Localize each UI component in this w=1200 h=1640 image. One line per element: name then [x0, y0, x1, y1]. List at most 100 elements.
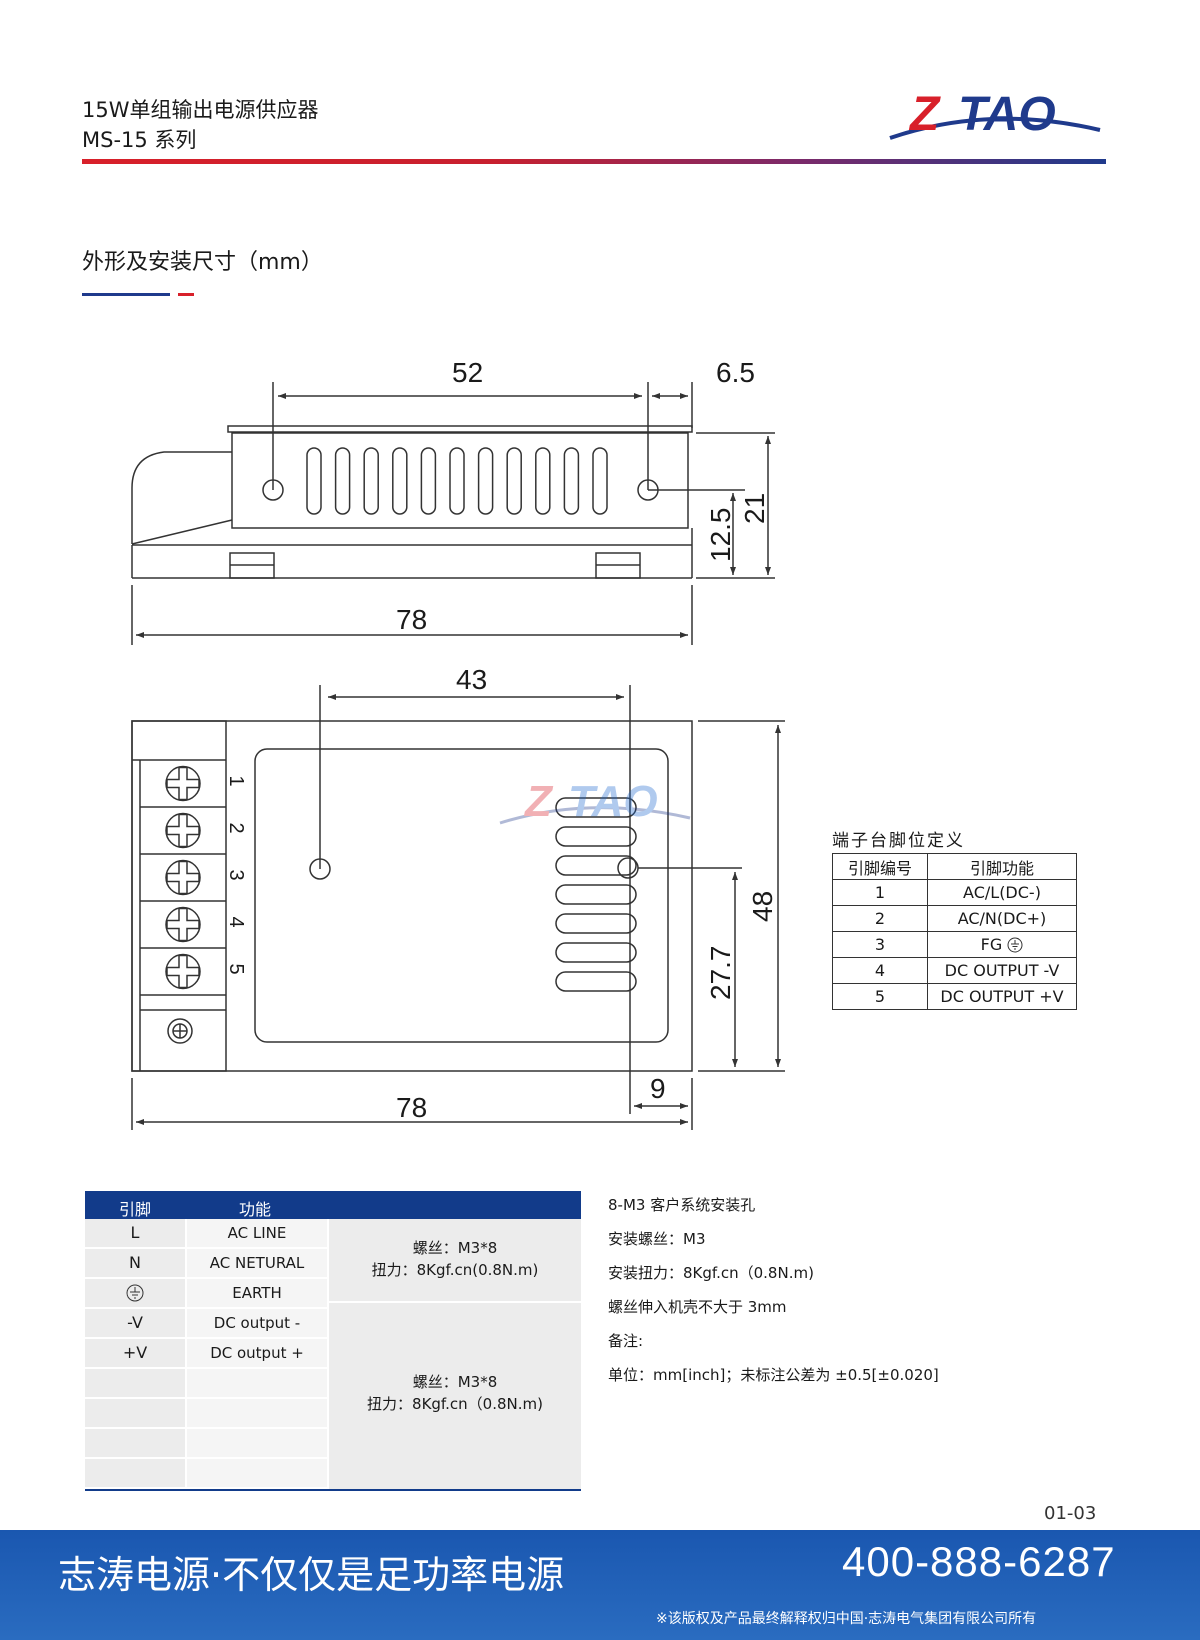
pin-table-caption: 端子台脚位定义: [832, 831, 965, 851]
pin-func: AC/L(DC-): [927, 879, 1077, 906]
pin-func: DC OUTPUT -V: [927, 957, 1077, 984]
dim-top-hole-offset-h: 9: [650, 1073, 666, 1104]
vent-slot: [420, 447, 437, 515]
ztao-logo: Z TAO: [889, 88, 1101, 141]
footer-phone: 400-888-6287: [842, 1538, 1116, 1585]
footer-slogan: 志涛电源·不仅仅是足功率电源: [58, 1553, 565, 1597]
vent-slot: [535, 447, 551, 515]
dim-top-hole-offset-v: 27.7: [705, 946, 736, 1001]
vent-slot: [449, 447, 465, 515]
terminal-screw: [140, 812, 226, 855]
pin-header-func: 引脚功能: [927, 853, 1077, 880]
vent-slot: [555, 913, 637, 934]
svg-text:Z: Z: [908, 88, 941, 141]
pin-num: 3: [832, 931, 928, 958]
pin-row: 1 AC/L(DC-): [832, 879, 1077, 906]
dim-top-length: 78: [396, 1092, 427, 1123]
pin-func: FG: [927, 931, 1077, 958]
pin-cell: [85, 1369, 185, 1397]
vent-slot: [555, 826, 637, 847]
dim-top-hole-spacing: 43: [456, 664, 487, 695]
pin-cell: N: [85, 1249, 185, 1277]
pin-definition-table: 引脚编号 引脚功能 1 AC/L(DC-) 2 AC/N(DC+) 3 FG 4…: [832, 853, 1077, 1010]
pin-row: 3 FG: [832, 931, 1077, 958]
terminal-screw: [140, 906, 226, 949]
dim-side-height: 21: [739, 493, 770, 524]
screw-spec-group-2: 螺丝：M3*8 扭力：8Kgf.cn（0.8N.m): [329, 1303, 581, 1489]
screw-spec: 螺丝：M3*8: [412, 1239, 498, 1257]
watermark-logo: Z TAO: [499, 777, 691, 826]
pin-func-label: FG: [980, 935, 1003, 954]
dim-side-hole-spacing: 52: [452, 357, 483, 388]
vent-slot: [592, 447, 608, 515]
terminal-table-bottom-rule: [85, 1489, 581, 1491]
vent-slot: [563, 447, 580, 515]
note-line: 螺丝伸入机壳不大于 3mm: [608, 1298, 787, 1316]
dim-side-length: 78: [396, 604, 427, 635]
pin-num: 5: [832, 983, 928, 1010]
product-title: 15W单组输出电源供应器: [82, 98, 319, 122]
vent-slot: [392, 447, 408, 515]
terminal-screw: [140, 953, 226, 996]
vent-slot: [477, 447, 494, 515]
vent-slot: [555, 971, 637, 992]
pin-cell: -V: [85, 1309, 185, 1337]
terminal-table-header: 引脚 功能: [85, 1191, 581, 1219]
terminal-number: 4: [225, 917, 247, 928]
pin-row: 5 DC OUTPUT +V: [832, 983, 1077, 1010]
top-view: [131, 685, 785, 1130]
pin-row: 2 AC/N(DC+): [832, 905, 1077, 932]
note-line: 安装扭力：8Kgf.cn（0.8N.m): [608, 1264, 814, 1282]
note-line: 安装螺丝：M3: [608, 1230, 706, 1248]
pin-cell: L: [85, 1219, 185, 1247]
function-cell: AC LINE: [187, 1219, 327, 1247]
product-series: MS-15 系列: [82, 128, 197, 152]
function-cell: DC output -: [187, 1309, 327, 1337]
pin-table-header: 引脚编号 引脚功能: [832, 853, 1077, 880]
terminal-screw: [140, 859, 226, 902]
dim-top-width: 48: [747, 891, 778, 922]
svg-text:Z: Z: [523, 777, 554, 826]
section-underline-accent: [178, 293, 194, 296]
header-divider: [82, 159, 1106, 164]
dim-side-offset: 6.5: [716, 357, 755, 388]
terminal-screw: [140, 765, 226, 808]
terminal-number: 3: [225, 870, 247, 881]
terminal-header-pin: 引脚: [119, 1200, 152, 1219]
pin-cell: [85, 1429, 185, 1457]
pin-num: 4: [832, 957, 928, 984]
section-title: 外形及安装尺寸（mm）: [82, 250, 323, 275]
vent-slot: [506, 447, 522, 515]
vent-slot: [363, 447, 379, 515]
side-view: [131, 382, 775, 645]
vent-slot: [306, 447, 322, 515]
ground-icon: [1007, 937, 1023, 953]
vent-slot: [555, 884, 637, 905]
function-cell: EARTH: [187, 1279, 327, 1307]
function-cell: [187, 1369, 327, 1397]
pin-func: DC OUTPUT +V: [927, 983, 1077, 1010]
dimension-drawing: Z TAO 52 6.5 21 12.5 78 43 48 27.7 9 78 …: [131, 357, 785, 1130]
footer-bar: [0, 1530, 1200, 1640]
function-cell: [187, 1399, 327, 1427]
pin-cell: [85, 1459, 185, 1487]
install-notes: 8-M3 客户系统安装孔 安装螺丝：M3 安装扭力：8Kgf.cn（0.8N.m…: [608, 1194, 939, 1398]
page-number: 01-03: [1044, 1503, 1097, 1524]
vent-slot: [555, 855, 637, 876]
vent-slot: [555, 797, 637, 818]
screw-spec-group-1: 螺丝：M3*8 扭力：8Kgf.cn(0.8N.m): [329, 1219, 581, 1301]
pin-cell: [85, 1399, 185, 1427]
torque-spec: 扭力：8Kgf.cn(0.8N.m): [371, 1261, 539, 1279]
note-line: 备注:: [608, 1332, 644, 1350]
vent-slot: [555, 942, 637, 963]
function-cell: DC output +: [187, 1339, 327, 1367]
function-cell: AC NETURAL: [187, 1249, 327, 1277]
vent-slot: [334, 447, 351, 515]
terminal-number: 5: [225, 964, 247, 975]
dim-side-hole-height: 12.5: [705, 508, 736, 563]
torque-spec: 扭力：8Kgf.cn（0.8N.m): [367, 1395, 543, 1413]
note-line: 8-M3 客户系统安装孔: [608, 1196, 756, 1214]
screw-spec: 螺丝：M3*8: [412, 1373, 498, 1391]
